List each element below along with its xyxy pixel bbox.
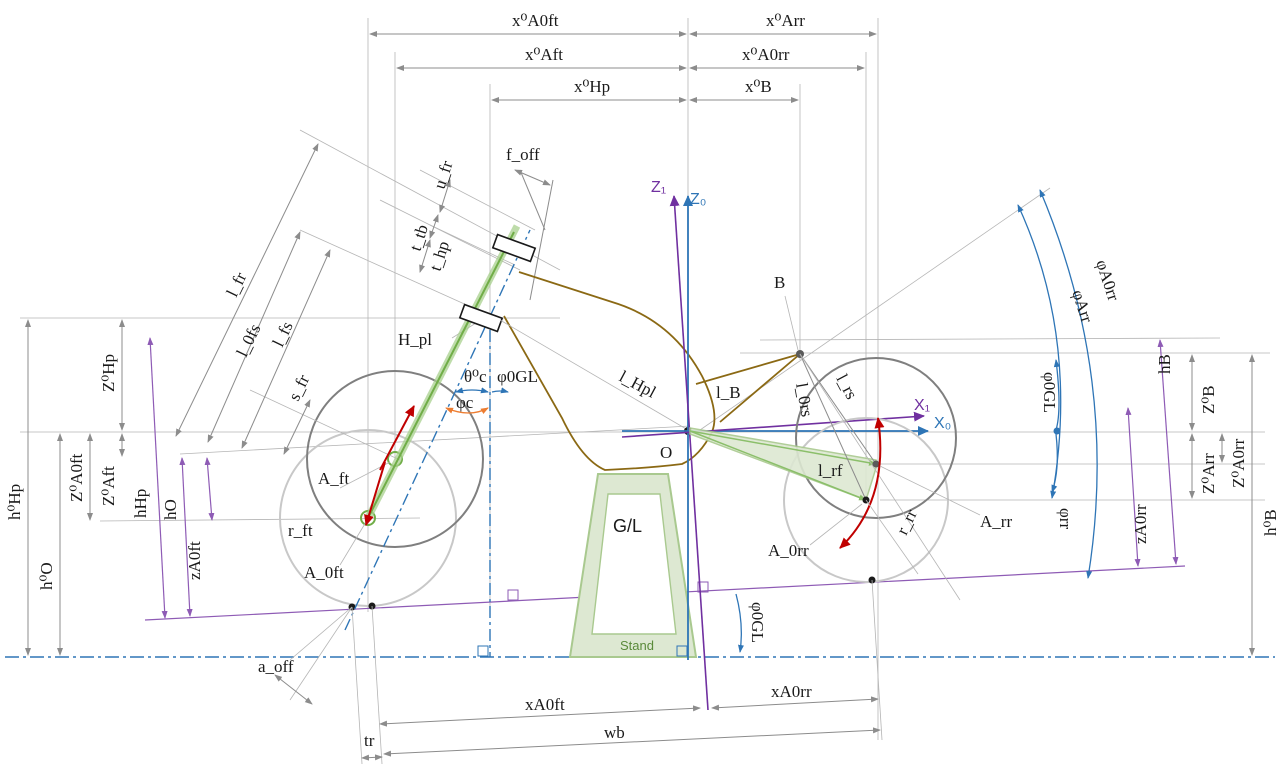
axis-Z1 (669, 195, 709, 711)
label-h0-O: h⁰O (37, 562, 56, 590)
label-x0-A0rr: x⁰A0rr (742, 45, 790, 64)
label-H-pl: H_pl (398, 330, 432, 349)
label-l-Hpl: l_Hpl (616, 367, 659, 402)
right-angle-mark-3 (697, 581, 709, 593)
label-Z0-Hp: Z⁰Hp (99, 354, 118, 392)
label-phi-c: φc (456, 393, 474, 412)
label-h0-Hp: h⁰Hp (5, 484, 24, 520)
label-tr: tr (364, 731, 375, 750)
label-Z0-Arr: Z⁰Arr (1199, 453, 1218, 494)
axes: Z₁ Z₀ X₁ X₀ O (621, 179, 951, 711)
label-phi-0GL-bottom: φ0GL (748, 602, 767, 643)
label-x0-A0ft: x⁰A0ft (512, 11, 559, 30)
label-h-B: hB (1155, 354, 1174, 374)
label-l-B: l_B (716, 383, 741, 402)
label-Z0-B: Z⁰B (1199, 385, 1218, 414)
label-GL: G/L (613, 516, 642, 536)
label-z-A0ft: zA0ft (185, 541, 204, 580)
label-l-rf: l_rf (818, 461, 843, 480)
label-s-fr: s_fr (285, 371, 314, 403)
label-phi-A0rr: φA0rr (1092, 257, 1123, 303)
front-wheel (279, 370, 484, 611)
label-r-ft: r_ft (288, 521, 313, 540)
label-stand: Stand (620, 638, 654, 653)
label-t-hp: t_hp (426, 239, 453, 274)
swingarm-link (695, 353, 801, 423)
label-x0-B: x⁰B (745, 77, 772, 96)
rear-rotation-arrow (839, 417, 885, 549)
label-X0: X₀ (934, 415, 951, 432)
label-phi-Arr: φArr (1068, 287, 1096, 325)
fork (344, 224, 537, 657)
swing-arm-center-2 (689, 430, 867, 501)
left-dimensions: h⁰Hp h⁰O Z⁰Hp Z⁰A0ft Z⁰Aft hHp hO zA0ft (5, 319, 215, 656)
label-a-off: a_off (258, 657, 294, 676)
label-h-O: hO (161, 499, 180, 520)
label-u-fr: u_fr (430, 158, 457, 191)
rear-angles: φA0rr φArr φ0GL φrr φ0GL (735, 189, 1123, 653)
label-l-rs: l_rs (832, 371, 861, 402)
label-A-0rr: A_0rr (768, 541, 809, 560)
right-dimensions: hB Z⁰B Z⁰A0rr Z⁰Arr zA0rr h⁰B (1125, 339, 1280, 656)
label-Z0-A0ft: Z⁰A0ft (67, 453, 86, 502)
label-z-A0rr: zA0rr (1131, 504, 1150, 544)
rear-wheel-circle (795, 357, 957, 519)
label-x-A0ft: xA0ft (525, 695, 565, 714)
label-theta0-c: θ⁰c (464, 367, 487, 386)
label-wb: wb (604, 723, 625, 742)
label-Z0-Aft: Z⁰Aft (99, 466, 118, 506)
bottom-dimensions: xA0ft xA0rr wb tr (351, 579, 883, 764)
head-pipe-bracket (458, 303, 504, 333)
suspension-force-arrow (379, 405, 415, 471)
label-phi-0GL-right: φ0GL (1040, 372, 1059, 413)
swing-arm (689, 427, 877, 501)
front-wheel-ghost (279, 429, 457, 607)
label-X1: X₁ (914, 397, 930, 414)
label-Z0: Z₀ (690, 191, 706, 208)
right-angle-mark-2 (477, 645, 489, 657)
label-A-ft: A_ft (318, 469, 349, 488)
label-O: O (660, 443, 672, 462)
label-x0-Aft: x⁰Aft (525, 45, 563, 64)
label-Z1: Z₁ (651, 179, 666, 196)
head-angles: θ⁰c φ0GL φc (445, 367, 538, 415)
stand: G/L Stand (568, 473, 709, 658)
label-x0-Arr: x⁰Arr (766, 11, 805, 30)
label-t-tb: t_tb (406, 222, 432, 253)
label-l-fr: l_fr (223, 269, 251, 300)
label-l-fs: l_fs (269, 319, 297, 350)
fork-tube-inner (367, 231, 515, 519)
label-phi-rr: φrr (1056, 508, 1075, 529)
stand-inner (591, 493, 677, 635)
frame-outline (503, 271, 716, 471)
label-l-0rs: l_0rs (792, 381, 817, 418)
label-h0-B: h⁰B (1261, 509, 1280, 536)
rear-wheel: l_0rs l_rs l_rf A_rr A_0rr r_rr (689, 353, 1012, 601)
label-l-0fs: l_0fs (233, 321, 265, 360)
label-A-0ft: A_0ft (304, 563, 344, 582)
top-bracket (491, 233, 537, 263)
suspension-force-arrow-down (364, 461, 386, 526)
label-x-A0rr: xA0rr (771, 682, 812, 701)
right-angle-mark-1 (507, 589, 519, 601)
label-h-Hp: hHp (131, 489, 150, 518)
label-phi-0GL: φ0GL (497, 367, 538, 386)
steering-axis (344, 229, 531, 631)
top-dimensions: x⁰A0ft x⁰Arr x⁰Aft x⁰A0rr x⁰Hp x⁰B (369, 11, 877, 103)
label-x0-Hp: x⁰Hp (574, 77, 610, 96)
front-wheel-circle (306, 370, 484, 548)
right-angle-mark-4 (676, 645, 688, 657)
label-A-rr: A_rr (980, 512, 1012, 531)
label-f-off: f_off (506, 145, 540, 164)
label-Z0-A0rr: Z⁰A0rr (1229, 438, 1248, 488)
label-B: B (774, 273, 785, 292)
